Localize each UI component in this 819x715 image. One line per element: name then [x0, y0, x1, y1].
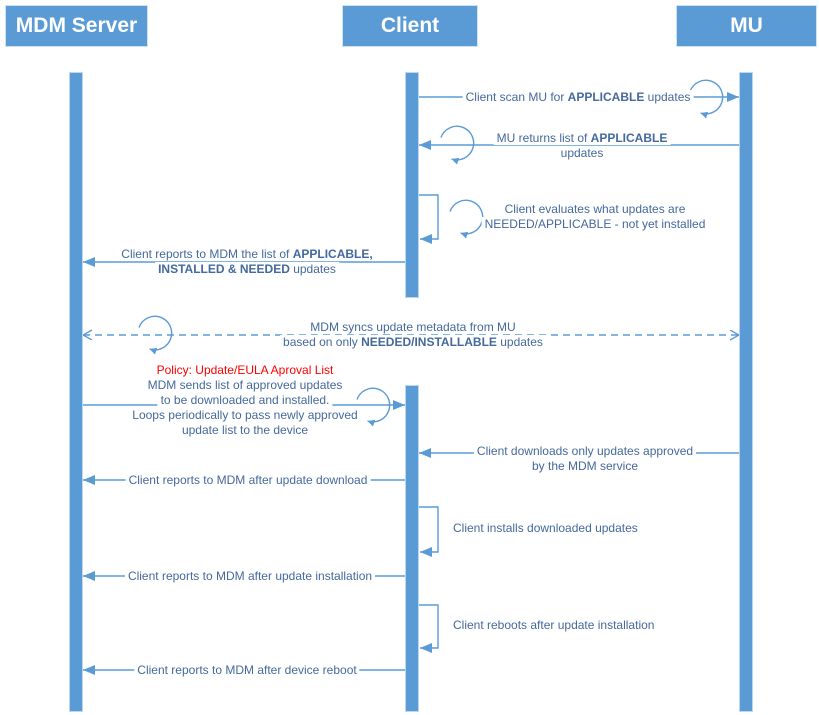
lifeline-mdm-server [69, 72, 83, 712]
message-evaluate-arrow [419, 194, 439, 244]
message-scan-label: Client scan MU for APPLICABLE updates [462, 90, 694, 105]
loop-icon [356, 387, 391, 427]
loop-icon [440, 125, 475, 165]
lifeline-client-upper [405, 72, 419, 298]
message-report-list-label: Client reports to MDM the list of APPLIC… [118, 247, 376, 277]
message-install-arrow [419, 506, 439, 557]
actor-client: Client [342, 5, 478, 47]
actor-mdm-server: MDM Server [5, 5, 148, 47]
loop-icon [689, 79, 724, 119]
lifeline-client-lower [405, 385, 419, 712]
message-report-install-label: Client reports to MDM after update insta… [124, 569, 376, 584]
message-reboot-label: Client reboots after update installation [450, 618, 658, 633]
loop-icon [138, 315, 173, 355]
message-report-reboot-label: Client reports to MDM after device reboo… [134, 663, 360, 678]
policy-heading: Policy: Update/EULA Aproval List [129, 363, 360, 378]
lifeline-mu [739, 72, 753, 712]
message-report-download-label: Client reports to MDM after update downl… [125, 473, 371, 488]
actor-mu: MU [676, 5, 817, 47]
message-reboot-arrow [419, 604, 439, 653]
loop-icon [449, 199, 484, 239]
message-install-label: Client installs downloaded updates [450, 521, 641, 536]
